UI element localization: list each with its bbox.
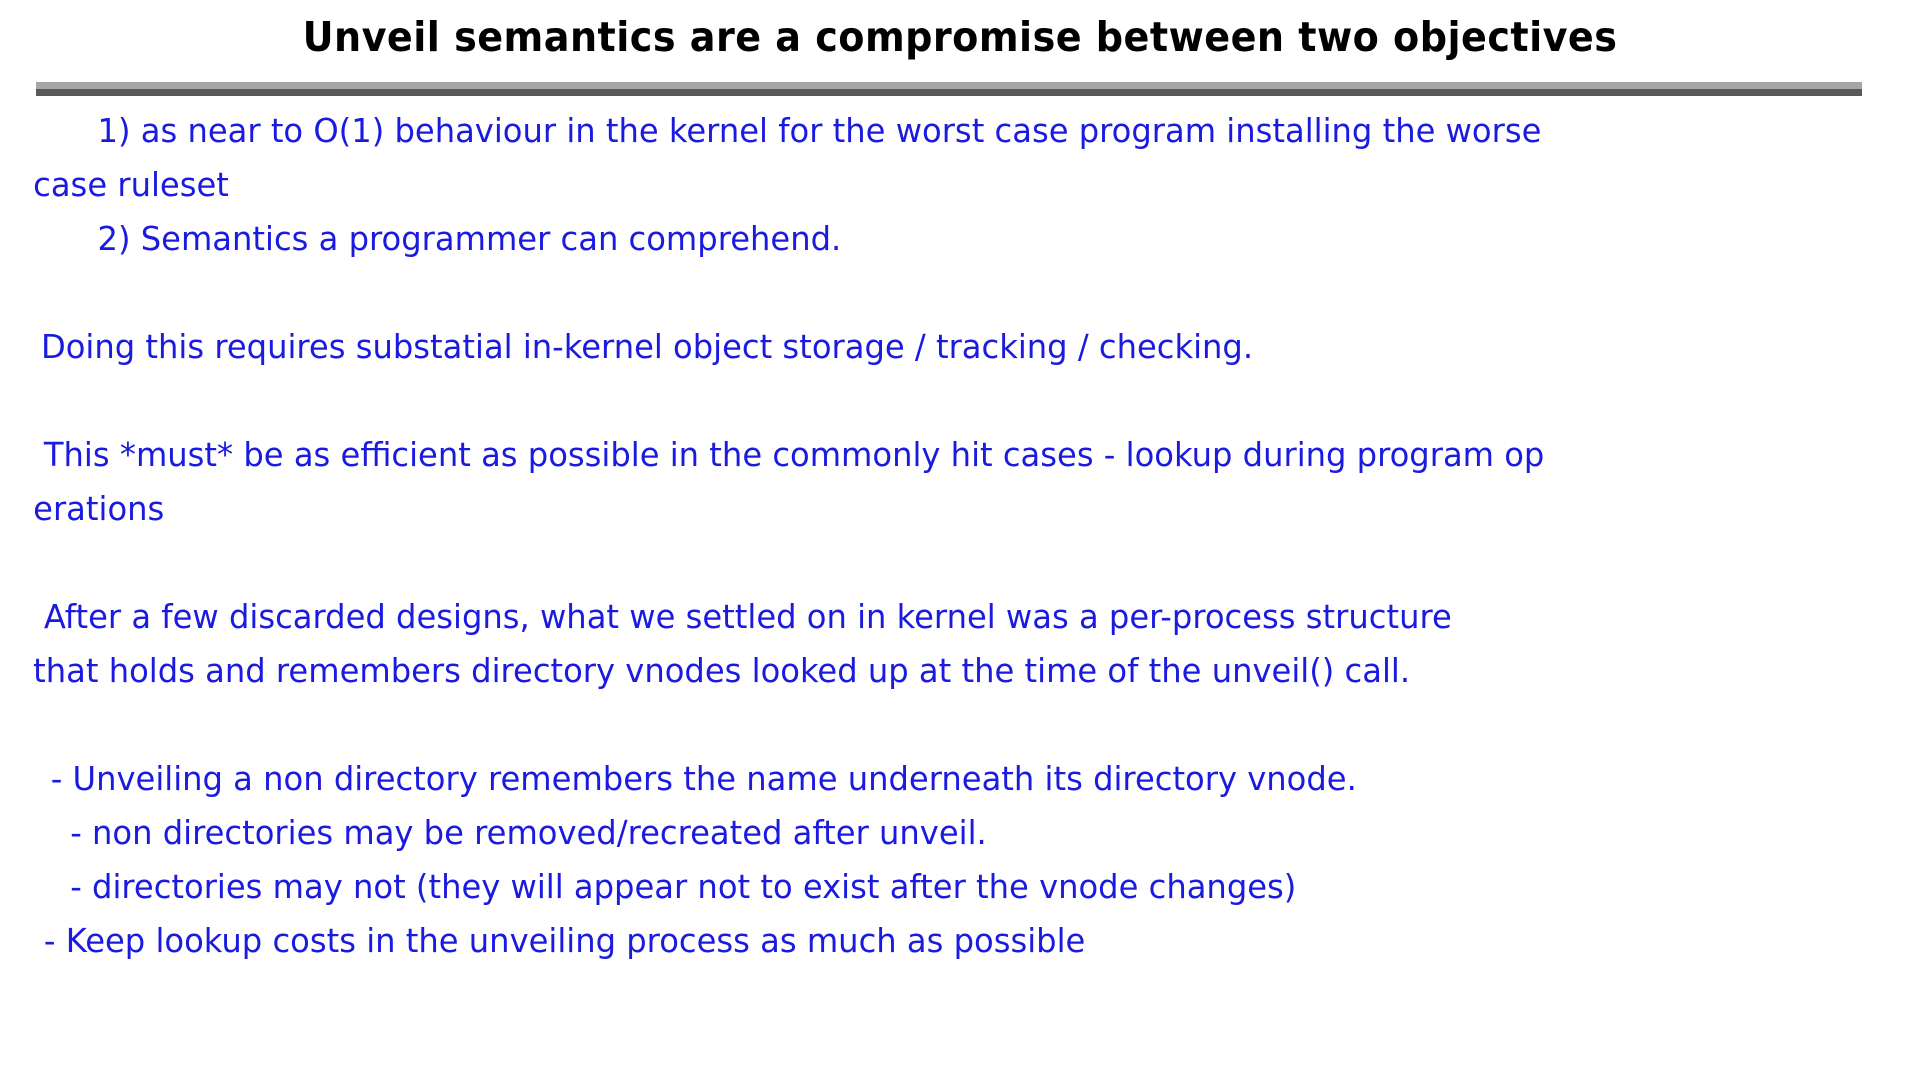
body-line: erations (33, 489, 165, 528)
divider-bottom-band (36, 89, 1862, 96)
body-line: - non directories may be removed/recreat… (70, 813, 987, 852)
body-spacer-line (0, 698, 1872, 752)
body-spacer-line (0, 536, 1872, 590)
body-line: - directories may not (they will appear … (70, 867, 1297, 906)
body-spacer-line (0, 266, 1872, 320)
body-line: - Unveiling a non directory remembers th… (50, 759, 1357, 798)
divider-top-band (36, 82, 1862, 89)
body-line: This *must* be as efficient as possible … (43, 435, 1545, 474)
body-line: After a few discarded designs, what we s… (43, 597, 1452, 636)
title-divider (36, 82, 1862, 96)
body-line: 1) as near to O(1) behaviour in the kern… (97, 111, 1542, 150)
body-line: case ruleset (33, 165, 229, 204)
body-line: that holds and remembers directory vnode… (33, 651, 1411, 690)
body-spacer-line (0, 374, 1872, 428)
slide-body: 1) as near to O(1) behaviour in the kern… (0, 104, 1920, 968)
page-title: Unveil semantics are a compromise betwee… (302, 13, 1618, 61)
body-line: 2) Semantics a programmer can comprehend… (97, 219, 842, 258)
body-line: Doing this requires substatial in-kernel… (40, 327, 1254, 366)
body-line: - Keep lookup costs in the unveiling pro… (43, 921, 1086, 960)
